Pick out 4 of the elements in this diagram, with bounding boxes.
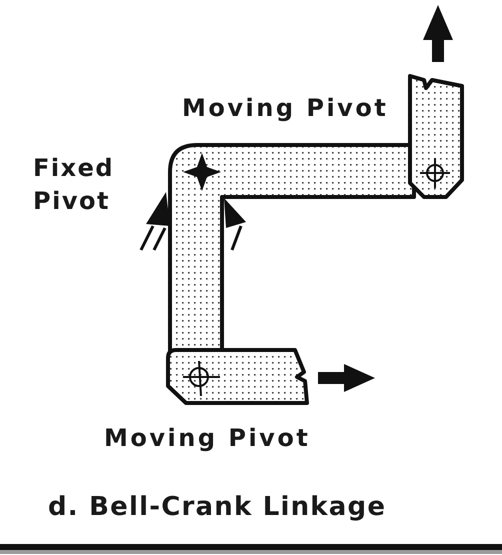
caption: d. Bell-Crank Linkage (48, 492, 386, 522)
part-label: Moving Pivot (182, 94, 388, 122)
part-label: Moving Pivot (104, 424, 310, 452)
part-label: Fixed Pivot (33, 153, 116, 217)
